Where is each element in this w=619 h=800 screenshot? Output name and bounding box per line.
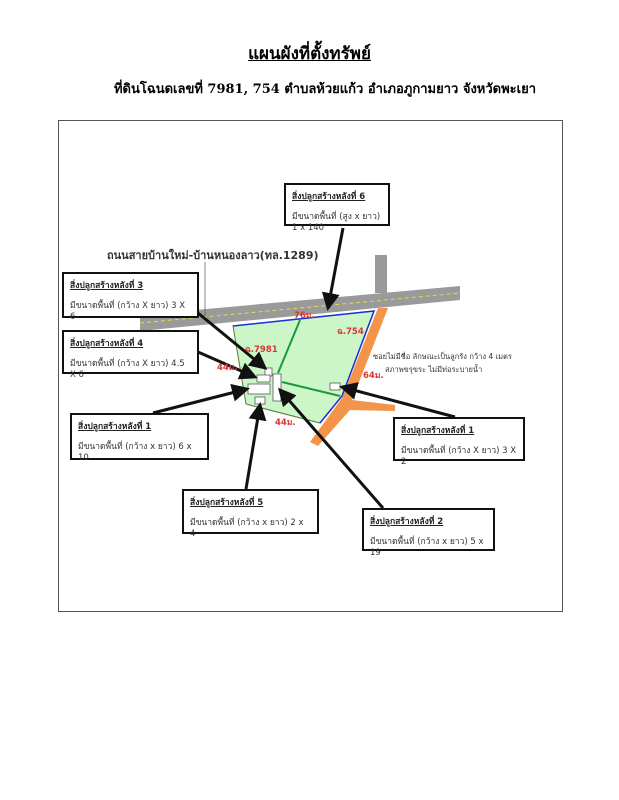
main-road [140,286,460,331]
parcel-label-7981: ฉ.7981 [245,345,278,355]
callout-heading: สิ่งปลูกสร้างหลังที่ 1 [401,426,475,436]
callout-heading: สิ่งปลูกสร้างหลังที่ 3 [70,281,144,291]
callout-desc: มีขนาดพื้นที่ (กว้าง x ยาว) 6 x 10 [78,442,192,463]
callout-arrow-building-1-left [152,383,250,415]
side-road [310,308,395,446]
callout-arrow-building-4 [197,350,258,380]
building-footprint [247,383,271,395]
callout-arrow-building-3 [197,311,268,370]
side-road-north [375,255,387,293]
building-footprint [256,374,271,383]
building-footprint [254,396,266,405]
callout-arrow-building-5 [244,402,267,490]
building-footprint [329,382,341,391]
callout-building-2: สิ่งปลูกสร้างหลังที่ 2 มีขนาดพื้นที่ (กว้… [362,508,495,558]
page-subtitle: ที่ดินโฉนดเลขที่ 7981, 754 ตำบลห้วยแก้ว … [113,82,537,97]
map-frame [58,120,563,612]
callout-building-3: สิ่งปลูกสร้างหลังที่ 3 มีขนาดพื้นที่ (กว้… [62,272,199,322]
callout-heading: สิ่งปลูกสร้างหลังที่ 4 [70,339,144,349]
parcel-boundary-blue [232,310,376,424]
callout-building-6: สิ่งปลูกสร้างหลังที่ 6 มีขนาดพื้นที่ (สูง… [284,183,390,233]
dim-top: 76ม. [294,311,315,321]
buildings [247,367,341,405]
callout-desc: มีขนาดพื้นที่ (กว้าง X ยาว) 3 X 6 [70,301,186,322]
callout-desc: มีขนาดพื้นที่ (กว้าง x ยาว) 2 x 4 [190,518,304,539]
dim-bottom: 44ม. [275,418,296,428]
callout-desc: มีขนาดพื้นที่ (สูง x ยาว) 1 x 140 [292,212,381,233]
road-centerline [139,292,461,324]
callout-desc: มีขนาดพื้นที่ (กว้าง X ยาว) 3 X 2 [401,446,517,467]
callout-desc: มีขนาดพื้นที่ (กว้าง X ยาว) 4.5 X 6 [70,359,185,380]
callout-heading: สิ่งปลูกสร้างหลังที่ 6 [292,192,366,202]
callout-desc: มีขนาดพื้นที่ (กว้าง x ยาว) 5 x 19 [370,537,484,558]
building-footprint [272,373,282,402]
road-label: ถนนสายบ้านใหม่-บ้านหนองลาว(ทล.1289) [107,249,319,262]
callout-arrow-building-6 [321,227,345,311]
callout-heading: สิ่งปลูกสร้างหลังที่ 2 [370,517,444,527]
callout-building-1-right: สิ่งปลูกสร้างหลังที่ 1 มีขนาดพื้นที่ (กว้… [393,417,525,467]
callout-heading: สิ่งปลูกสร้างหลังที่ 1 [78,422,152,432]
side-road-note: ซอยไม่มีชื่อ ลักษณะเป็นลูกรัง กว้าง 4 เม… [373,350,512,376]
callout-arrow-building-1-right [339,382,456,419]
page-title: แผนผังที่ตั้งทรัพย์ [248,44,371,64]
parcel-label-754: ฉ.754 [337,327,364,337]
callout-building-1-left: สิ่งปลูกสร้างหลังที่ 1 มีขนาดพื้นที่ (กว้… [70,413,209,463]
parcel-divider [281,381,341,397]
dim-right: 64ม. [363,371,384,381]
callout-arrow-building-2 [278,387,385,509]
callout-heading: สิ่งปลูกสร้างหลังที่ 5 [190,498,264,508]
callout-building-4: สิ่งปลูกสร้างหลังที่ 4 มีขนาดพื้นที่ (กว้… [62,330,199,380]
callout-arrows [152,227,456,509]
note-line: สภาพขรุขระ ไม่มีท่อระบายน้ำ [385,365,483,374]
dim-left: 44ม. [217,363,238,373]
parcel-divider [277,319,301,374]
note-line: ซอยไม่มีชื่อ ลักษณะเป็นลูกรัง กว้าง 4 เม… [373,352,512,361]
callout-building-5: สิ่งปลูกสร้างหลังที่ 5 มีขนาดพื้นที่ (กว้… [182,489,319,539]
